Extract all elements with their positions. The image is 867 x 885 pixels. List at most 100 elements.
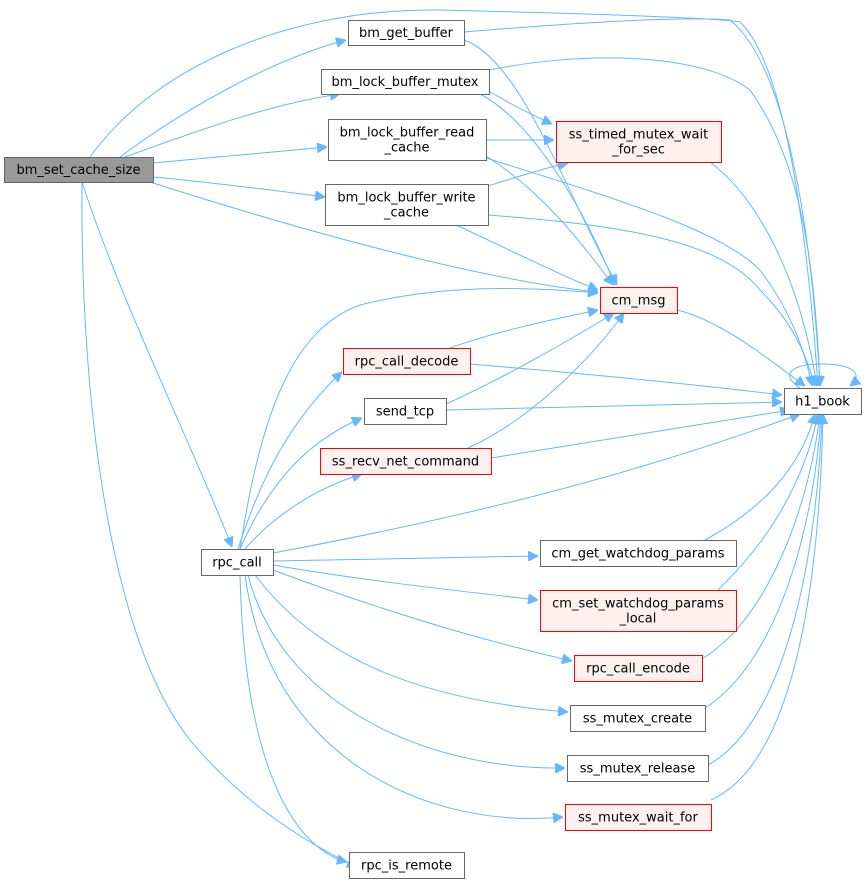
node-label: bm_set_cache_size [17,163,141,178]
node-box [784,388,862,415]
edge-rpc-call-to-cm-get-watchdog-params [272,556,538,562]
node-cm-get-watchdog-params[interactable]: cm_get_watchdog_params [540,540,737,567]
edge-cm-set-watchdog-params-local-to-h1-book [717,414,818,591]
edge-bm-set-cache-size-to-rpc-is-remote [81,181,357,867]
node-label: cm_set_watchdog_params [552,597,724,612]
node-box [201,549,274,576]
node-bm-lock-buffer-mutex[interactable]: bm_lock_buffer_mutex [321,69,490,95]
nodes-layer: bm_set_cache_size bm_get_buffer bm_lock_bu… [4,20,862,879]
edge-bm-set-cache-size-to-bm-lock-buffer-mutex [124,94,340,158]
edge-rpc-call-to-ss-recv-net-command [244,474,362,550]
node-box [348,20,465,46]
node-ss-mutex-create[interactable]: ss_mutex_create [570,705,706,732]
edge-bm-lock-buffer-write-cache-to-cm-msg [455,224,598,290]
node-label: send_tcp [376,405,434,420]
edge-bm-lock-buffer-mutex-to-h1-book [479,57,820,386]
node-box [600,287,678,314]
edge-bm-set-cache-size-to-cm-msg [149,181,598,292]
edge-send-tcp-to-cm-msg [445,313,614,405]
node-label: bm_lock_buffer_mutex [332,75,479,90]
node-box [4,157,154,183]
node-ss-mutex-wait-for[interactable]: ss_mutex_wait_for [565,804,712,831]
node-label: cm_get_watchdog_params [551,547,724,562]
node-box [349,852,465,879]
edge-bm-set-cache-size-to-bm-lock-buffer-write-cache [152,176,325,197]
node-box [570,705,706,732]
node-label: cm_msg [612,294,666,309]
node-box [556,121,722,163]
node-box [343,348,471,375]
edge-rpc-call-to-h1-book [272,414,800,554]
edge-rpc-call-to-rpc-is-remote [239,574,347,862]
node-label: bm_lock_buffer_read [340,126,475,141]
edge-rpc-call-decode-to-h1-book [469,363,782,395]
node-rpc-call-encode[interactable]: rpc_call_encode [574,655,703,682]
node-bm-set-cache-size[interactable]: bm_set_cache_size [4,157,154,183]
edge-rpc-call-to-send-tcp [239,418,362,550]
node-label: _for_sec [611,143,665,158]
edge-bm-set-cache-size-to-rpc-call [81,181,232,547]
edge-rpc-call-to-ss-mutex-create [254,574,568,712]
node-label: ss_recv_net_command [332,455,479,470]
node-box [320,448,492,475]
edge-bm-lock-buffer-write-cache-to-h1-book [487,214,815,386]
node-h1-book[interactable]: h1_book [784,388,862,415]
node-label: rpc_call [212,556,262,571]
node-label: ss_mutex_create [583,712,692,727]
node-label: _cache [384,141,430,156]
edge-bm-set-cache-size-to-bm-get-buffer [119,40,346,158]
edge-rpc-call-decode-to-cm-msg [449,310,598,349]
node-label: _local [619,612,657,627]
edge-rpc-call-to-ss-mutex-wait-for [244,574,563,819]
node-box [321,69,490,95]
node-rpc-is-remote[interactable]: rpc_is_remote [349,852,465,879]
node-box [328,119,487,161]
node-label: rpc_is_remote [361,859,452,874]
node-label: ss_mutex_wait_for [578,811,698,826]
edge-bm-lock-buffer-read-cache-to-h1-book [485,157,812,386]
node-box [364,398,447,425]
node-rpc-call[interactable]: rpc_call [201,549,274,576]
node-box [565,804,712,831]
edge-send-tcp-to-h1-book [445,402,782,411]
edge-rpc-call-to-cm-msg [239,288,598,550]
node-label: ss_mutex_release [580,762,695,777]
edge-rpc-call-to-rpc-call-encode [272,569,572,661]
node-label: rpc_call_encode [586,662,690,677]
node-label: rpc_call_decode [355,355,459,370]
node-bm-lock-buffer-write-cache[interactable]: bm_lock_buffer_write_cache [325,184,489,226]
edge-ss-recv-net-command-to-h1-book [490,410,790,459]
node-ss-timed-mutex-wait-for-sec[interactable]: ss_timed_mutex_wait_for_sec [556,121,722,163]
node-send-tcp[interactable]: send_tcp [364,398,447,425]
edge-ss-mutex-create-to-h1-book [704,414,821,709]
edges-layer [81,9,856,867]
node-label: ss_timed_mutex_wait [569,128,708,143]
edge-rpc-call-to-cm-set-watchdog-params-local [272,564,538,600]
edge-ss-timed-mutex-wait-for-sec-to-h1-book [709,161,817,386]
node-label: bm_get_buffer [359,26,454,41]
edge-bm-get-buffer-to-cm-msg [463,39,617,285]
node-bm-get-buffer[interactable]: bm_get_buffer [348,20,465,46]
edge-bm-lock-buffer-write-cache-to-ss-timed-mutex-wait-for-sec [487,163,568,187]
edge-cm-get-watchdog-params-to-h1-book [704,414,815,541]
edge-bm-get-buffer-to-h1-book [463,18,820,386]
edge-h1-book-to-h1-book [789,363,856,389]
node-box [567,755,709,782]
edge-bm-set-cache-size-to-bm-lock-buffer-read-cache [152,147,327,164]
edge-bm-lock-buffer-mutex-to-ss-timed-mutex-wait-for-sec [479,85,552,124]
edge-rpc-call-encode-to-h1-book [699,414,820,661]
node-label: bm_lock_buffer_write [337,191,475,206]
edge-rpc-call-to-ss-mutex-release [247,574,565,768]
edge-bm-lock-buffer-read-cache-to-cm-msg [485,155,613,285]
node-label: h1_book [795,395,850,410]
node-bm-lock-buffer-read-cache[interactable]: bm_lock_buffer_read_cache [328,119,487,161]
node-box [540,540,737,567]
node-ss-recv-net-command[interactable]: ss_recv_net_command [320,448,492,475]
node-rpc-call-decode[interactable]: rpc_call_decode [343,348,471,375]
node-box [574,655,703,682]
node-cm-msg[interactable]: cm_msg [600,287,678,314]
node-ss-mutex-release[interactable]: ss_mutex_release [567,755,709,782]
node-cm-set-watchdog-params-local[interactable]: cm_set_watchdog_params_local [540,590,737,632]
edge-rpc-call-to-rpc-call-decode [237,372,342,550]
